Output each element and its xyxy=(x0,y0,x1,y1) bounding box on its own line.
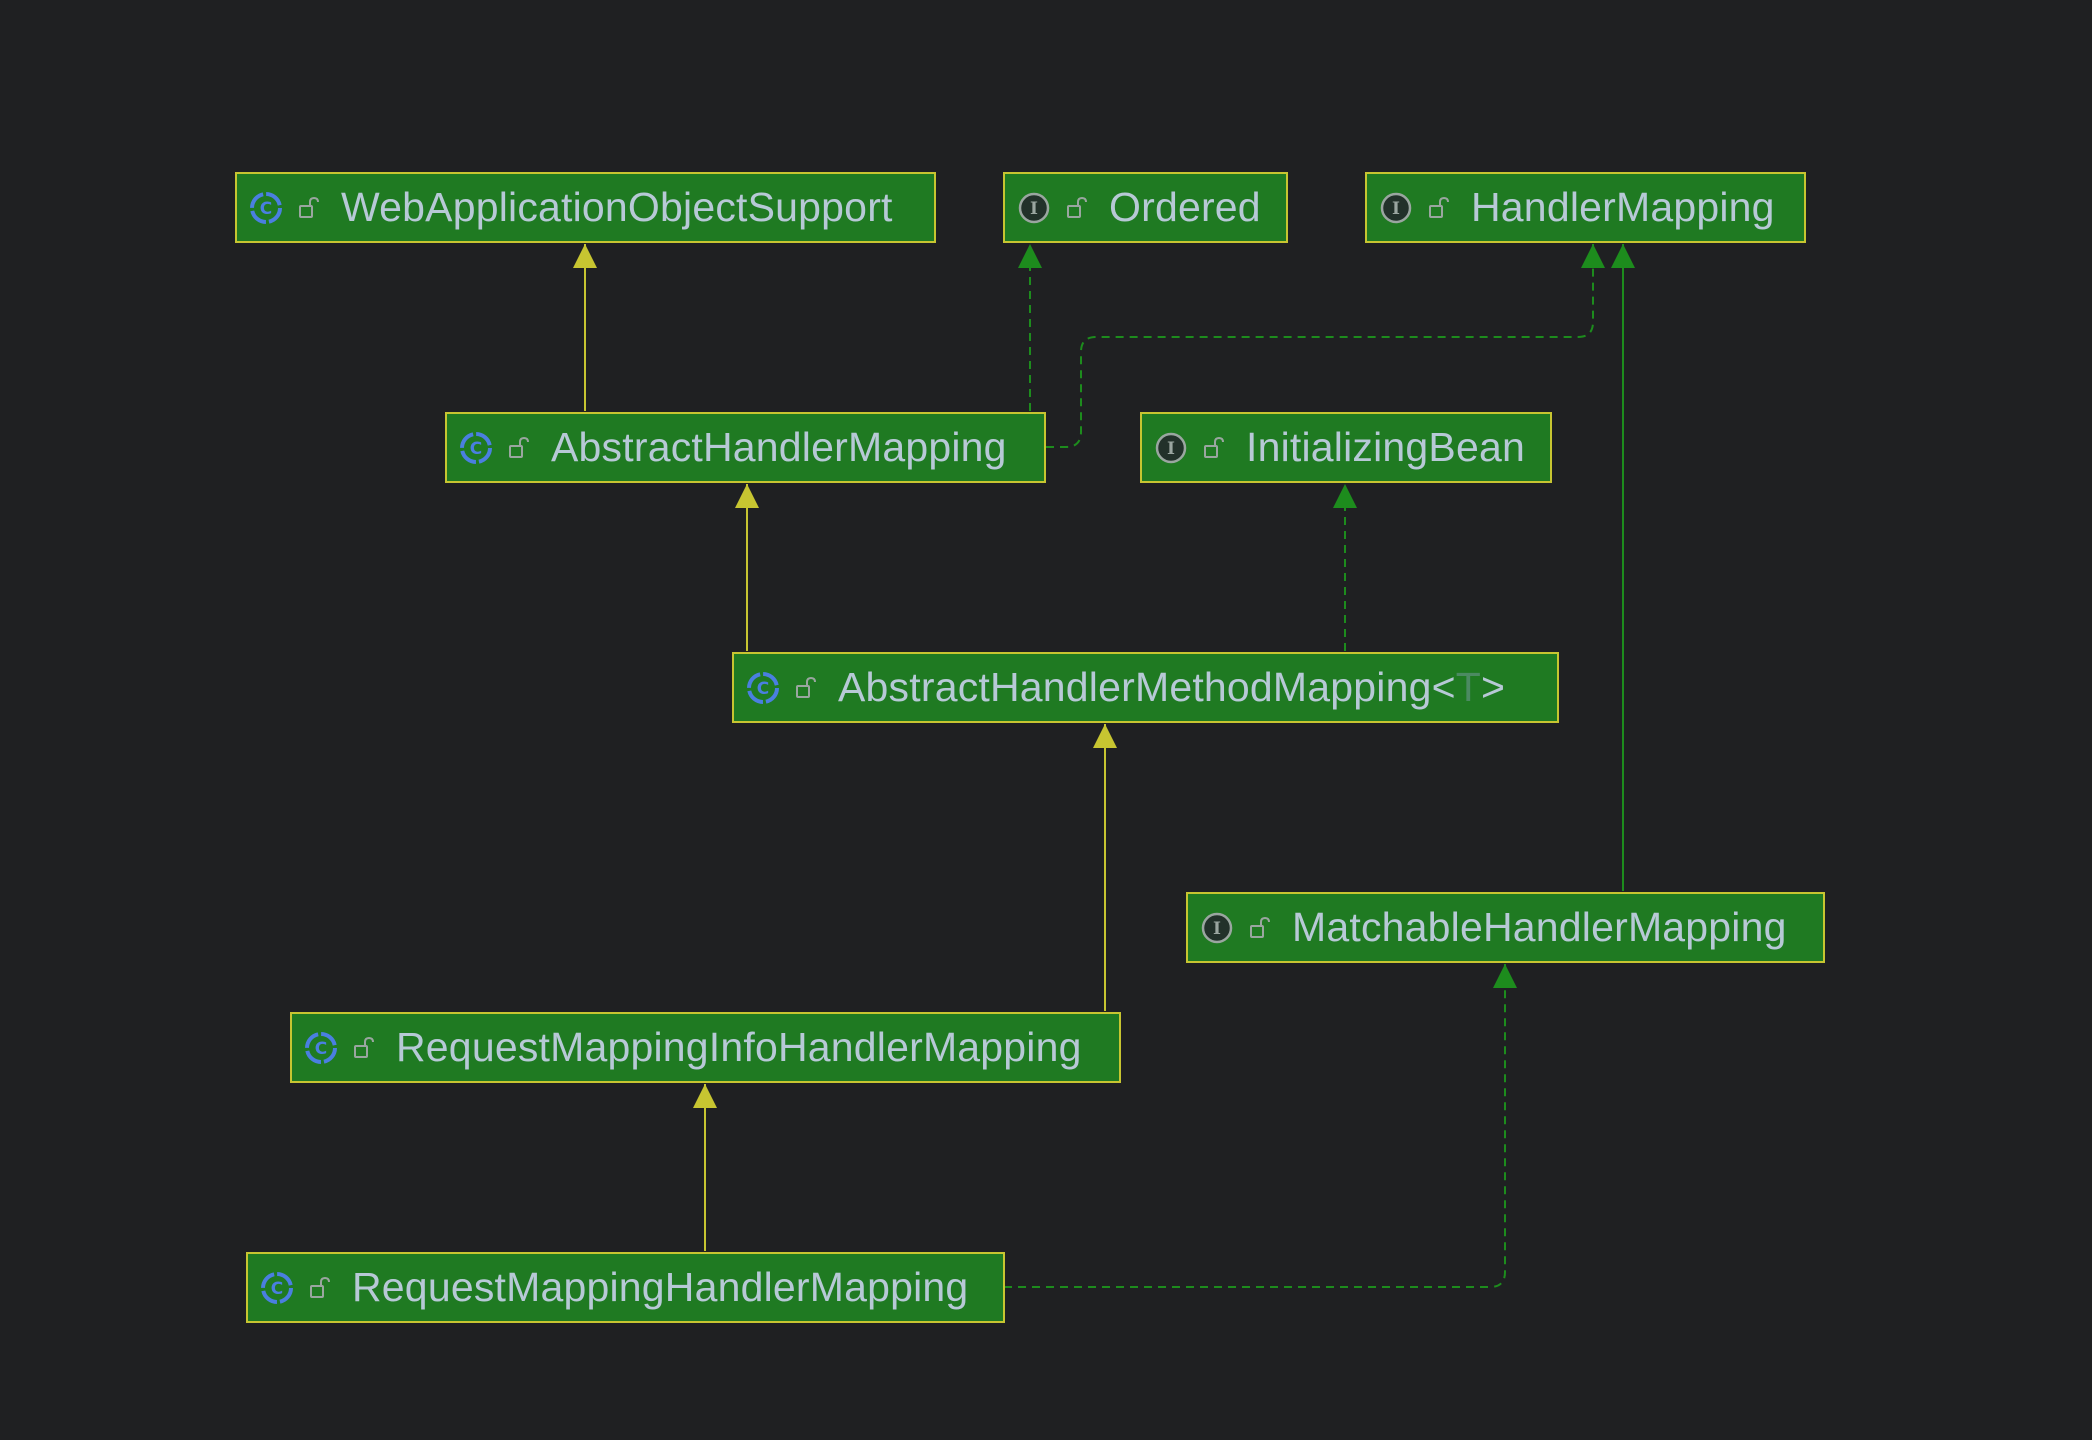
unlock-icon xyxy=(354,1036,374,1058)
interface-name: Ordered xyxy=(1109,184,1261,230)
edge-abstract-handler-mapping-implements-ordered xyxy=(1018,244,1042,411)
class-name: WebApplicationObjectSupport xyxy=(341,184,893,230)
class-name: RequestMappingInfoHandlerMapping xyxy=(396,1024,1082,1070)
unlock-icon xyxy=(1067,196,1087,218)
interface-name: MatchableHandlerMapping xyxy=(1292,904,1787,950)
class-node-request-mapping-handler-mapping[interactable]: RequestMappingHandlerMapping xyxy=(246,1252,1005,1323)
unlock-icon xyxy=(1250,916,1270,938)
interface-node-ordered[interactable]: Ordered xyxy=(1003,172,1288,243)
class-base-name: AbstractHandlerMethodMapping xyxy=(838,664,1432,710)
edge-matchable-handler-mapping-extends-handler-mapping xyxy=(1611,244,1635,891)
interface-icon xyxy=(1201,912,1233,943)
edge-request-mapping-handler-mapping-extends-request-mapping-info-handler-mapping xyxy=(693,1084,717,1251)
interface-icon xyxy=(1380,192,1412,223)
interface-node-matchable-handler-mapping[interactable]: MatchableHandlerMapping xyxy=(1186,892,1825,963)
class-node-request-mapping-info-handler-mapping[interactable]: RequestMappingInfoHandlerMapping xyxy=(290,1012,1121,1083)
class-icon xyxy=(261,1271,293,1304)
generic-open-bracket: < xyxy=(1431,664,1456,710)
class-node-abstract-handler-method-mapping[interactable]: AbstractHandlerMethodMapping<T> xyxy=(732,652,1559,723)
unlock-icon xyxy=(509,436,529,458)
generic-close-bracket: > xyxy=(1481,664,1506,710)
class-node-web-application-object-support[interactable]: WebApplicationObjectSupport xyxy=(235,172,936,243)
class-name: RequestMappingHandlerMapping xyxy=(352,1264,969,1310)
class-icon xyxy=(250,191,282,224)
interface-name: HandlerMapping xyxy=(1471,184,1775,230)
class-name: AbstractHandlerMethodMapping<T> xyxy=(838,664,1505,711)
interface-icon xyxy=(1018,192,1050,223)
edge-request-mapping-handler-mapping-implements-matchable-handler-mapping xyxy=(1004,964,1517,1288)
unlock-icon xyxy=(1429,196,1449,218)
class-icon xyxy=(305,1031,337,1064)
unlock-icon xyxy=(310,1276,330,1298)
class-name: AbstractHandlerMapping xyxy=(551,424,1007,470)
unlock-icon xyxy=(299,196,319,218)
unlock-icon xyxy=(796,676,816,698)
interface-node-handler-mapping[interactable]: HandlerMapping xyxy=(1365,172,1806,243)
type-parameter: T xyxy=(1455,664,1481,710)
edge-abstract-handler-method-mapping-extends-abstract-handler-mapping xyxy=(735,484,759,651)
edge-abstract-handler-mapping-implements-handler-mapping xyxy=(1046,244,1605,448)
class-icon xyxy=(460,431,492,464)
interface-name: InitializingBean xyxy=(1246,424,1525,470)
interface-icon xyxy=(1155,432,1187,463)
unlock-icon xyxy=(1204,436,1224,458)
edge-abstract-handler-method-mapping-implements-initializing-bean xyxy=(1333,484,1357,651)
class-node-abstract-handler-mapping[interactable]: AbstractHandlerMapping xyxy=(445,412,1046,483)
interface-node-initializing-bean[interactable]: InitializingBean xyxy=(1140,412,1552,483)
edge-abstract-handler-mapping-extends-web-application-object-support xyxy=(573,244,597,411)
class-icon xyxy=(747,671,779,704)
edge-request-mapping-info-handler-mapping-extends-abstract-handler-method-mapping xyxy=(1093,724,1117,1011)
